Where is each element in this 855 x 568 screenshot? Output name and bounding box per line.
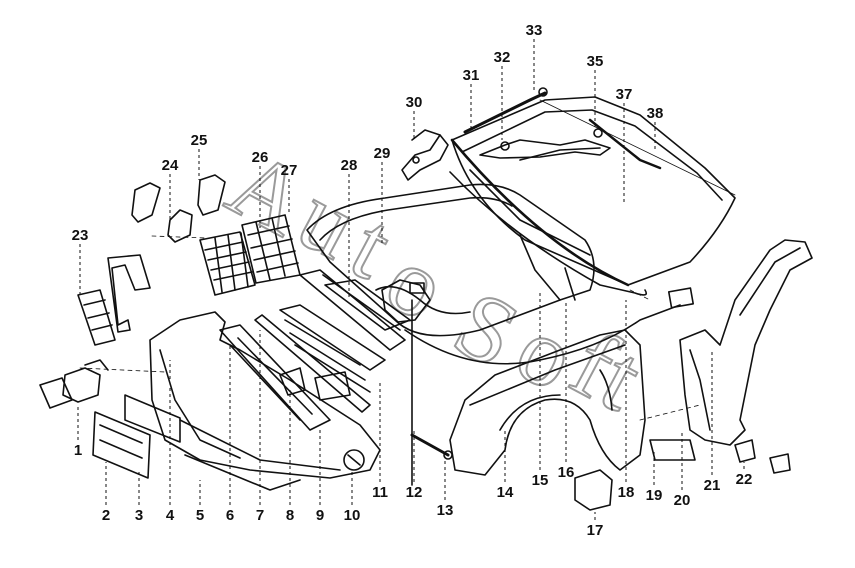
mud-flap xyxy=(574,469,613,511)
wiper-linkage xyxy=(479,118,662,170)
callout-number-14: 14 xyxy=(497,484,514,501)
callout-number-6: 6 xyxy=(226,507,234,524)
hood-latch xyxy=(381,279,431,486)
callout-number-18: 18 xyxy=(618,484,635,501)
front-bumper xyxy=(149,311,381,491)
callout-number-11: 11 xyxy=(372,484,388,501)
a-pillar-inner-panel xyxy=(649,239,813,461)
callout-number-35: 35 xyxy=(587,53,604,70)
callout-number-17: 17 xyxy=(587,522,604,539)
cowl-panel xyxy=(449,171,648,301)
callout-number-15: 15 xyxy=(532,472,549,489)
callout-number-1: 1 xyxy=(74,442,82,459)
callout-number-4: 4 xyxy=(166,507,175,524)
callout-number-7: 7 xyxy=(256,507,264,524)
hood-hinge xyxy=(401,129,449,181)
callout-number-25: 25 xyxy=(191,132,208,149)
callout-number-19: 19 xyxy=(646,487,663,504)
callout-number-29: 29 xyxy=(374,145,391,162)
callout-number-8: 8 xyxy=(286,507,294,524)
turn-lamp xyxy=(39,359,109,409)
callout-number-30: 30 xyxy=(406,94,423,111)
callout-number-31: 31 xyxy=(463,67,480,84)
callout-number-21: 21 xyxy=(704,477,721,494)
callout-number-22: 22 xyxy=(736,471,753,488)
dashed-reference-lines xyxy=(79,235,701,421)
callout-number-20: 20 xyxy=(674,492,691,509)
licence-plate-parts xyxy=(92,394,181,479)
callout-number-9: 9 xyxy=(316,507,324,524)
callout-number-5: 5 xyxy=(196,507,204,524)
callout-number-2: 2 xyxy=(102,507,110,524)
callout-number-37: 37 xyxy=(616,86,633,103)
callout-number-16: 16 xyxy=(558,464,575,481)
callout-number-33: 33 xyxy=(526,22,543,39)
horn xyxy=(343,449,365,471)
support-rod xyxy=(410,433,453,460)
side-bracket xyxy=(77,254,151,346)
callout-number-24: 24 xyxy=(162,157,179,174)
headlamp-bezels xyxy=(131,174,226,243)
callout-number-3: 3 xyxy=(135,507,143,524)
windscreen-top-moulding xyxy=(463,87,548,134)
callout-number-12: 12 xyxy=(406,484,423,501)
callout-number-13: 13 xyxy=(437,502,454,519)
callout-number-28: 28 xyxy=(341,157,358,174)
callout-leaders xyxy=(77,39,745,520)
windscreen xyxy=(450,96,736,287)
callout-number-10: 10 xyxy=(344,507,361,524)
line-art xyxy=(39,87,813,511)
callout-number-32: 32 xyxy=(494,49,511,66)
callout-number-23: 23 xyxy=(72,227,89,244)
callout-number-38: 38 xyxy=(647,105,664,122)
callout-number-26: 26 xyxy=(252,149,269,166)
small-clips xyxy=(734,439,791,474)
grille-slats xyxy=(219,269,411,431)
callout-number-27: 27 xyxy=(281,162,298,179)
front-fender xyxy=(449,329,646,476)
